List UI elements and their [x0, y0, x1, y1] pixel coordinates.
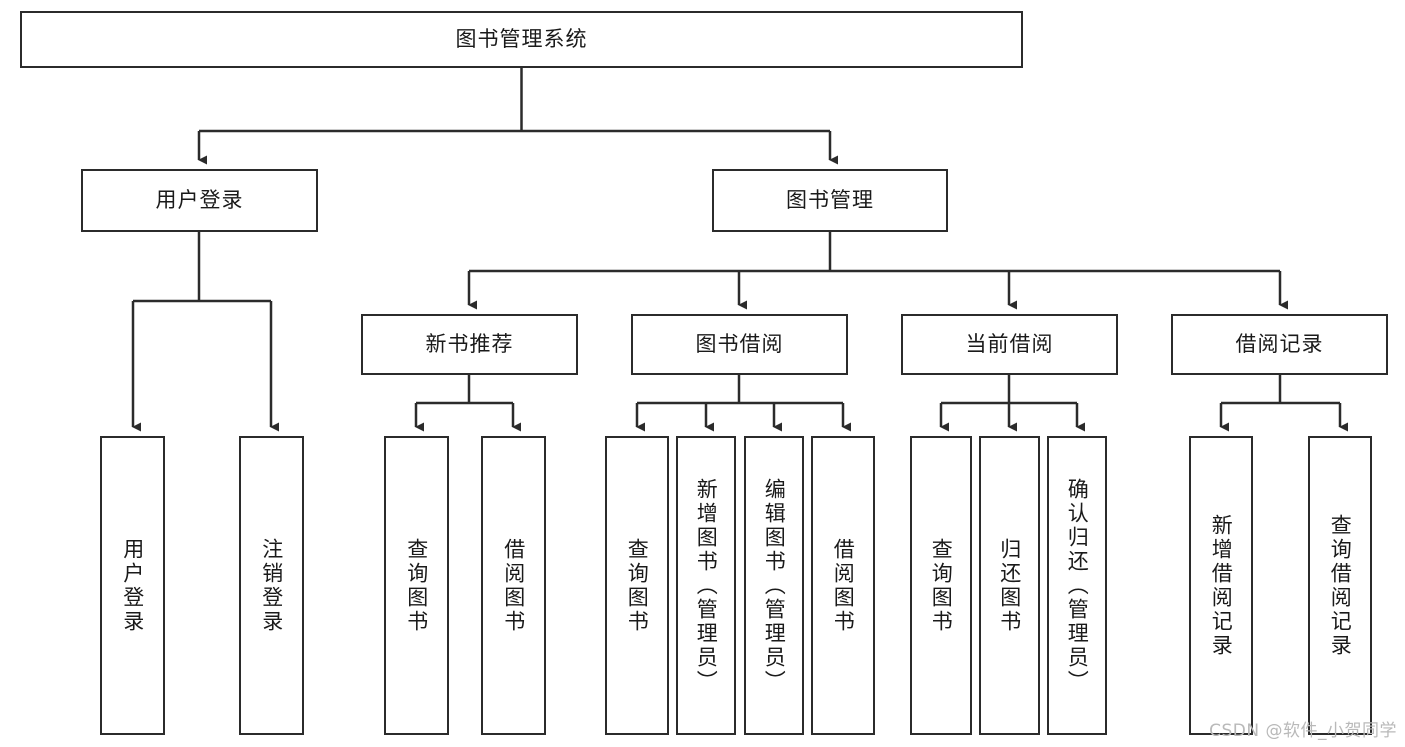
node-leaf-cur-confirm[interactable]: 确认归还（管理员） [1047, 436, 1107, 735]
node-leaf-cur-return[interactable]: 归还图书 [979, 436, 1040, 735]
node-leaf-borrow-do[interactable]: 借阅图书 [811, 436, 875, 735]
node-leaf-user-logout[interactable]: 注销登录 [239, 436, 304, 735]
node-root-label: 图书管理系统 [455, 26, 588, 51]
node-leaf-borrow-edit-label: 编辑图书（管理员） [762, 477, 787, 694]
node-leaf-rec-query-label: 查询图书 [404, 537, 429, 634]
node-new-book-rec[interactable]: 新书推荐 [361, 314, 578, 375]
node-leaf-borrow-add[interactable]: 新增图书（管理员） [676, 436, 736, 735]
node-leaf-borrow-query-label: 查询图书 [625, 537, 650, 634]
node-new-book-rec-label: 新书推荐 [425, 331, 514, 356]
node-root[interactable]: 图书管理系统 [20, 11, 1023, 68]
node-leaf-user-logout-label: 注销登录 [259, 537, 284, 634]
node-leaf-cur-return-label: 归还图书 [997, 537, 1022, 634]
node-book-manage[interactable]: 图书管理 [712, 169, 948, 232]
node-leaf-user-login[interactable]: 用户登录 [100, 436, 165, 735]
node-book-borrow-label: 图书借阅 [695, 331, 784, 356]
node-leaf-borrow-edit[interactable]: 编辑图书（管理员） [744, 436, 804, 735]
node-leaf-rec-add[interactable]: 新增借阅记录 [1189, 436, 1253, 735]
watermark: CSDN @软件_小贺同学 [1209, 721, 1397, 741]
node-user-login-label: 用户登录 [155, 187, 244, 212]
node-leaf-borrow-query[interactable]: 查询图书 [605, 436, 669, 735]
node-leaf-rec-borrow[interactable]: 借阅图书 [481, 436, 546, 735]
node-leaf-rec-borrow-label: 借阅图书 [501, 537, 526, 634]
node-book-borrow[interactable]: 图书借阅 [631, 314, 848, 375]
node-borrow-record-label: 借阅记录 [1235, 331, 1324, 356]
node-leaf-user-login-label: 用户登录 [120, 537, 145, 634]
node-borrow-record[interactable]: 借阅记录 [1171, 314, 1388, 375]
node-leaf-cur-query[interactable]: 查询图书 [910, 436, 972, 735]
node-leaf-cur-confirm-label: 确认归还（管理员） [1065, 477, 1090, 694]
node-leaf-rec-add-label: 新增借阅记录 [1209, 513, 1234, 658]
node-leaf-borrow-do-label: 借阅图书 [831, 537, 856, 634]
node-book-manage-label: 图书管理 [786, 187, 874, 212]
node-leaf-rec-query2-label: 查询借阅记录 [1328, 513, 1353, 658]
node-leaf-rec-query[interactable]: 查询图书 [384, 436, 449, 735]
node-leaf-cur-query-label: 查询图书 [929, 537, 954, 634]
node-leaf-borrow-add-label: 新增图书（管理员） [694, 477, 719, 694]
node-current-borrow-label: 当前借阅 [965, 331, 1054, 356]
node-leaf-rec-query2[interactable]: 查询借阅记录 [1308, 436, 1372, 735]
node-user-login[interactable]: 用户登录 [81, 169, 318, 232]
node-current-borrow[interactable]: 当前借阅 [901, 314, 1118, 375]
